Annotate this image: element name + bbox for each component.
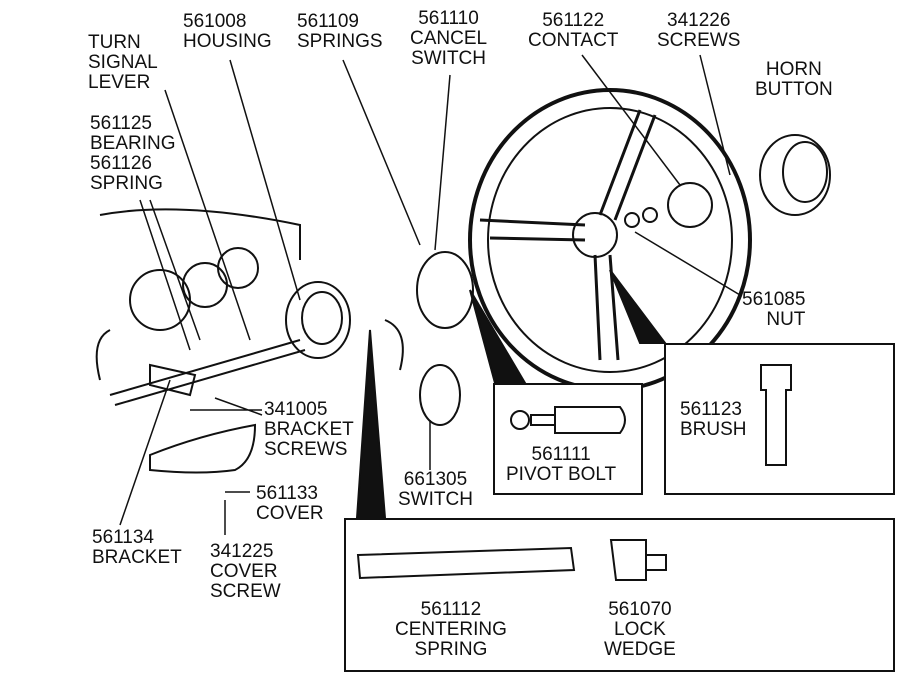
- label-springs: 561109 SPRINGS: [297, 11, 383, 52]
- spring-and-wedge-icons: [356, 539, 667, 581]
- label-centering-spring: 561112 CENTERING SPRING: [395, 599, 507, 660]
- cancel-switch-part: [416, 251, 474, 329]
- label-contact: 561122 CONTACT: [528, 10, 619, 51]
- steering-column: [109, 339, 306, 406]
- label-screws: 341226 SCREWS: [657, 10, 741, 51]
- label-nut: 561085 NUT: [742, 289, 806, 330]
- callout-wedge-spring: [355, 329, 387, 519]
- label-switch: 661305 SWITCH: [398, 469, 473, 510]
- gauge-right: [217, 247, 259, 289]
- steering-wheel-spokes: [479, 109, 657, 361]
- label-pivot-bolt: 561111 PIVOT BOLT: [506, 444, 617, 485]
- label-housing: 561008 HOUSING: [183, 11, 272, 52]
- label-brush: 561123 BRUSH: [680, 399, 747, 440]
- gauge-mid: [182, 262, 228, 308]
- label-cover-screw: 341225 COVER SCREW: [210, 541, 281, 602]
- cover-part: [149, 423, 257, 474]
- horn-button-part: [759, 134, 831, 216]
- contact-part: [667, 182, 713, 228]
- bracket-part: [149, 363, 197, 397]
- brush-inset: [664, 343, 895, 495]
- brush-icon: [760, 364, 792, 466]
- label-lock-wedge: 561070 LOCK WEDGE: [604, 599, 676, 660]
- dashboard-outline: [95, 208, 301, 381]
- label-cancel-switch: 561110 CANCEL SWITCH: [410, 8, 488, 69]
- label-bracket: 561134 BRACKET: [92, 527, 182, 568]
- pivot-bolt-inset: [493, 383, 643, 495]
- centering-spring-inset: [344, 518, 895, 672]
- label-horn-button: HORN BUTTON: [755, 59, 833, 100]
- pivot-bolt-icon: [510, 406, 626, 434]
- label-bearing-spring: 561125 BEARING 561126 SPRING: [90, 113, 176, 194]
- callout-wedge-pivot: [469, 289, 527, 384]
- label-bracket-screws: 341005 BRACKET SCREWS: [264, 399, 354, 460]
- steering-hub: [572, 212, 618, 258]
- leader-lines: [119, 54, 741, 535]
- switch-part: [419, 364, 461, 426]
- callout-wedge-brush: [609, 269, 668, 344]
- label-cover: 561133 COVER: [256, 483, 324, 524]
- label-turn-signal-lever: TURN SIGNAL LEVER: [88, 32, 158, 93]
- housing-part: [285, 281, 351, 359]
